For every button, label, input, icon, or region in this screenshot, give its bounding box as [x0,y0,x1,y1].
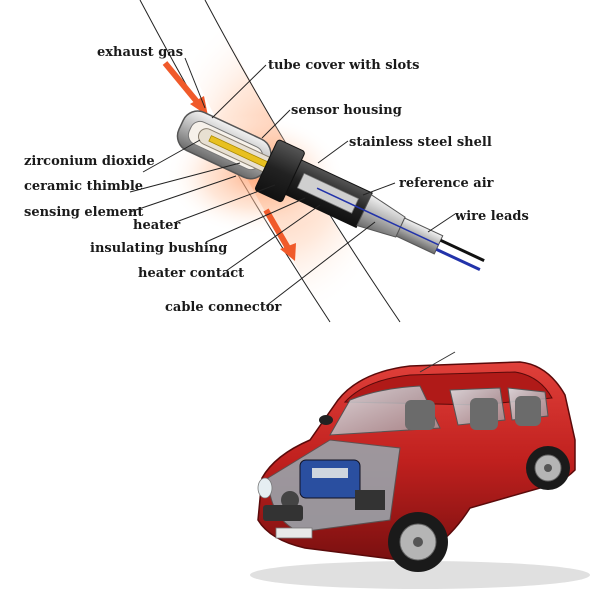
label-tube-cover: tube cover with slots [268,58,420,73]
label-sensor-housing: sensor housing [291,103,402,118]
label-insulating-bushing: insulating bushing [90,241,227,256]
rear-wheel [526,446,570,490]
label-wire-leads: wire leads [454,209,529,224]
exhaust-flow-arrow-out [263,208,296,261]
label-heater-contact: heater contact [138,266,244,281]
leader-lines [129,57,456,307]
car-cutaway-illustration [250,351,590,589]
front-wheel [388,512,448,572]
label-zirconium-dioxide: zirconium dioxide [24,154,155,169]
label-sensing-element: sensing element [24,205,143,220]
label-ceramic-thimble: ceramic thimble [24,179,143,194]
label-exhaust-gas: exhaust gas [97,45,183,60]
label-cable-connector: cable connector [165,300,282,315]
label-reference-air: reference air [399,176,494,191]
label-heater: heater [133,218,180,233]
exhaust-flow-arrow-in [162,61,208,116]
label-stainless-shell: stainless steel shell [349,135,492,150]
